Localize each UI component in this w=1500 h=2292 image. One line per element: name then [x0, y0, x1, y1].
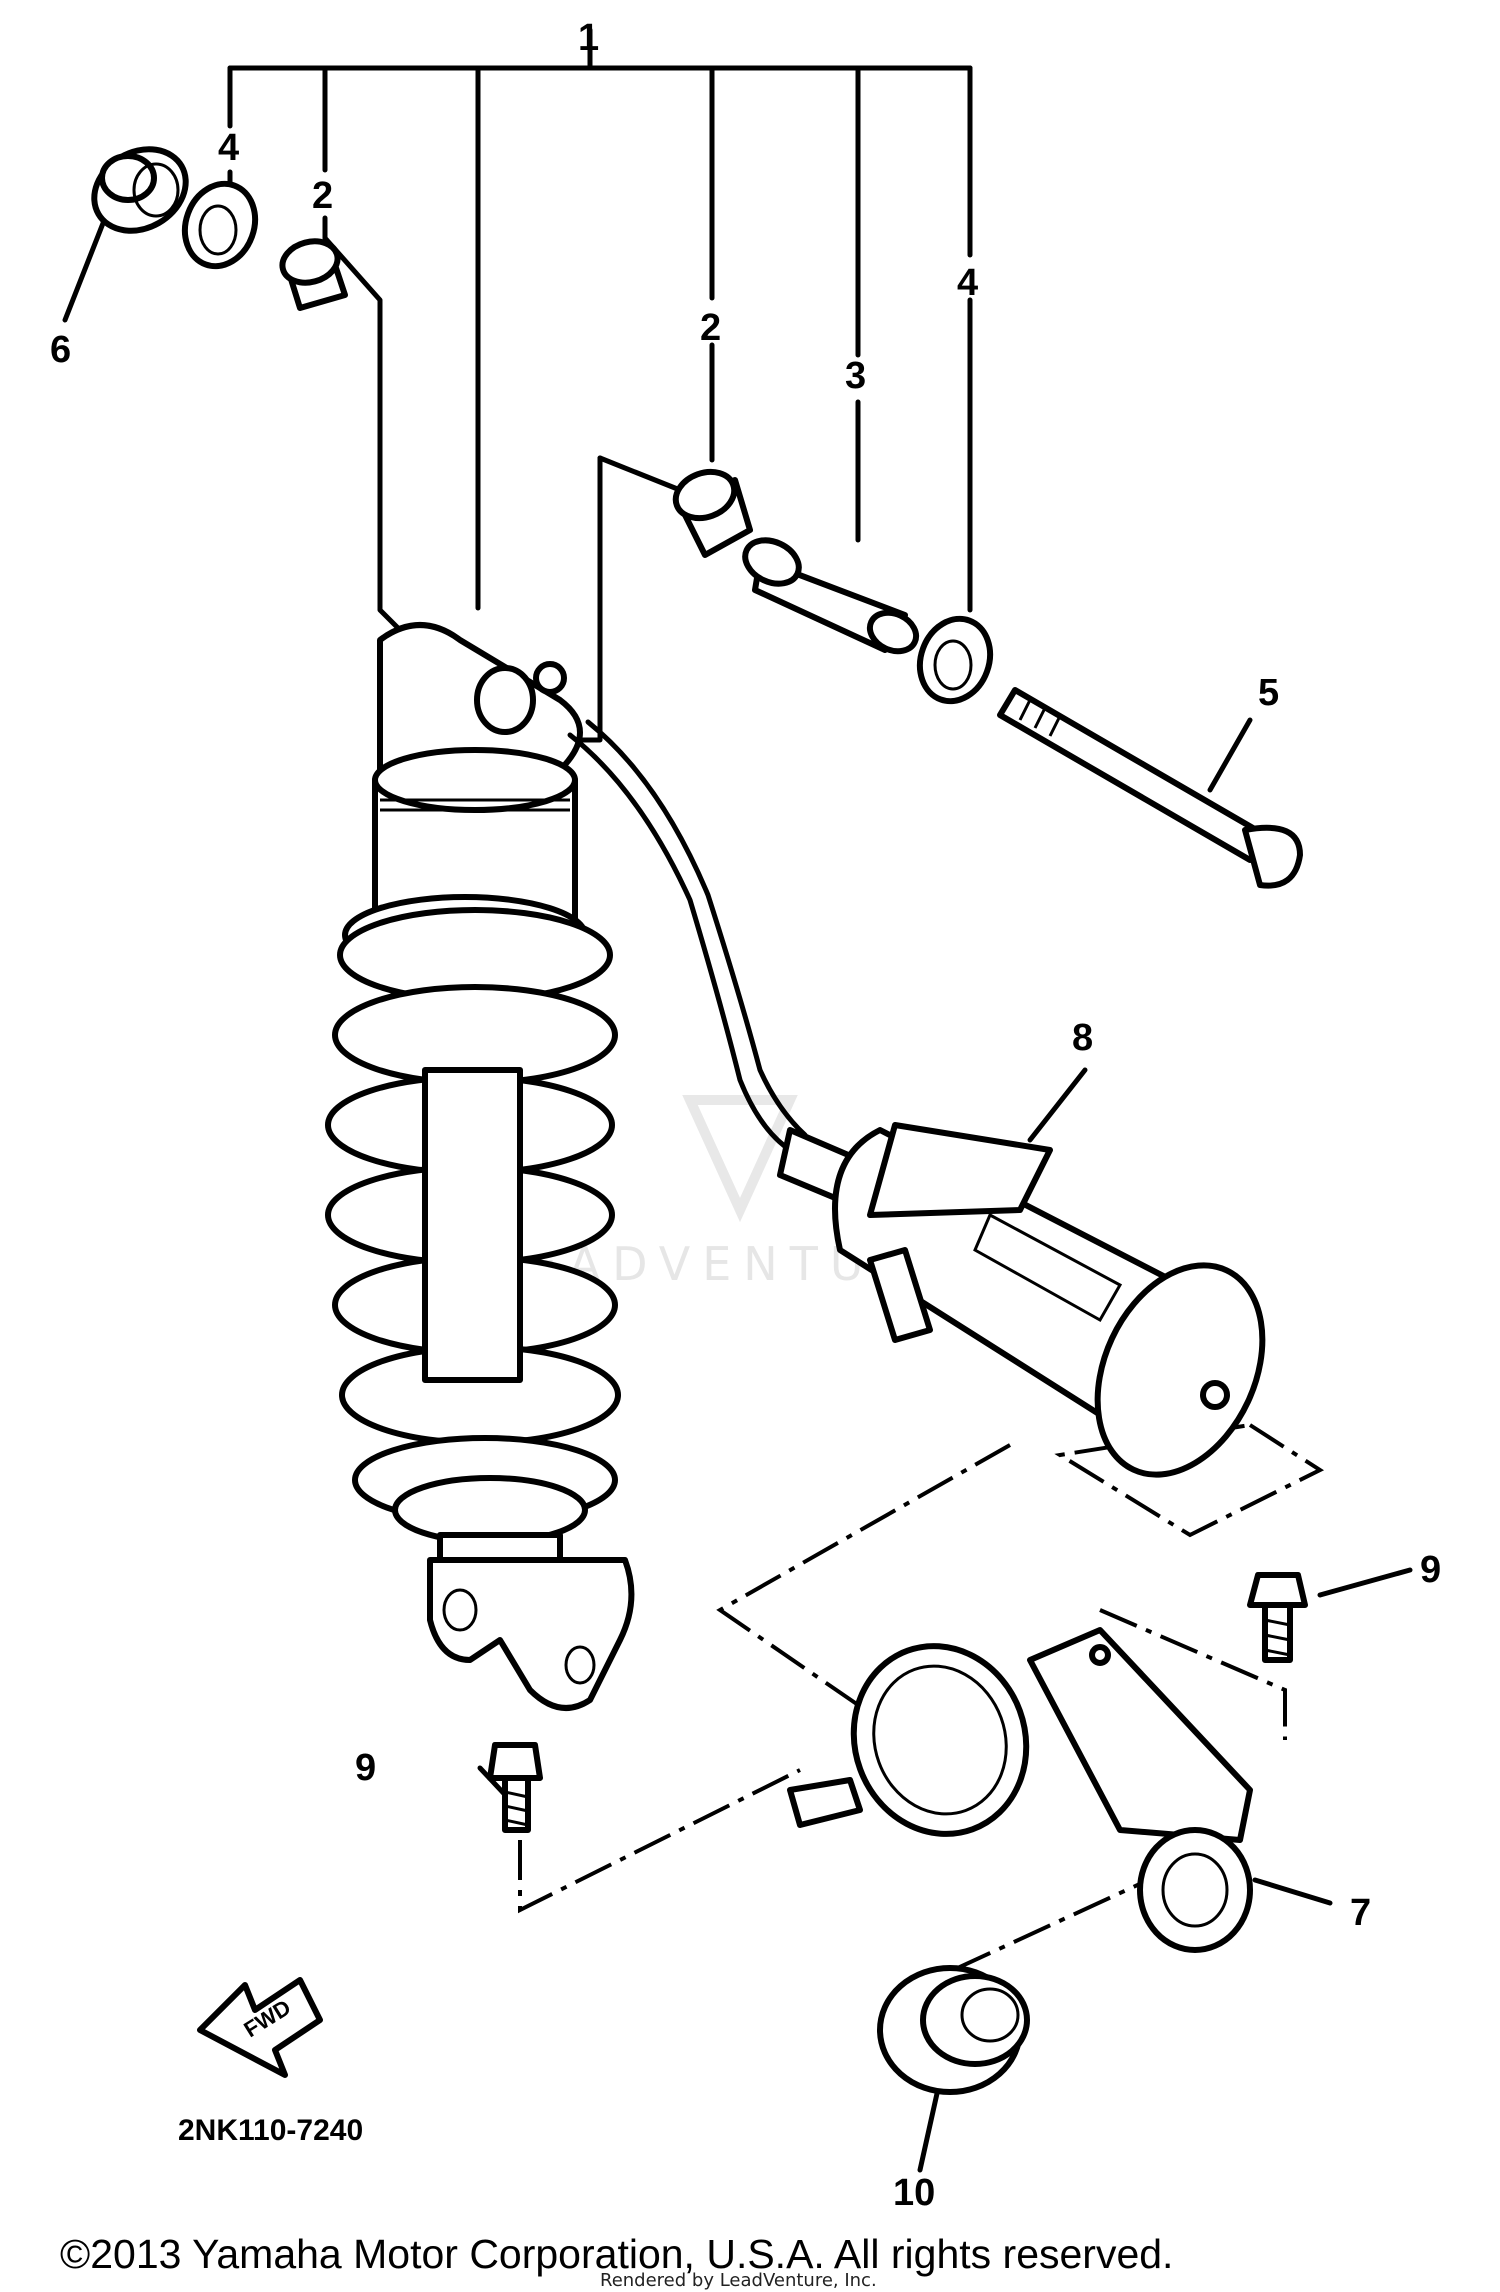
callout-1: 1	[578, 17, 599, 59]
callout-numbers: 1 2 2 3 4 4 5 6 7 8 9 9 10	[50, 17, 1441, 2214]
callout-2-right: 2	[700, 307, 721, 349]
part-9-bolt-right	[1247, 1572, 1308, 1663]
part-2-bushing-right	[672, 468, 753, 558]
callout-6: 6	[50, 329, 71, 371]
callout-bracket-1	[227, 27, 973, 611]
shock-lower-clevis	[427, 1532, 635, 1711]
callout-3: 3	[845, 355, 866, 397]
part-5-bolt	[997, 687, 1303, 889]
part-2-bushing-left	[279, 238, 348, 311]
fwd-arrow-icon: FWD	[197, 1977, 323, 2078]
callout-10: 10	[893, 2172, 935, 2214]
part-4-washer-left	[181, 180, 259, 270]
part-7-bracket	[787, 1627, 1253, 1953]
callout-9-left: 9	[355, 1747, 376, 1789]
part-9-bolt-left	[487, 1742, 543, 1833]
copyright-notice: ©2013 Yamaha Motor Corporation, U.S.A. A…	[60, 2231, 1173, 2277]
callout-5: 5	[1258, 672, 1279, 714]
reservoir-hose	[567, 719, 808, 1153]
part-4-washer-right	[916, 615, 994, 705]
part-8-reservoir	[777, 1122, 1266, 1478]
part-3-collar	[742, 537, 920, 655]
callout-2-left: 2	[312, 175, 333, 217]
callout-8: 8	[1072, 1017, 1093, 1059]
diagram-code: 2NK110-7240	[178, 2114, 363, 2147]
shock-spring	[325, 907, 621, 1545]
part-10-grommet	[877, 1965, 1030, 2095]
rendered-by-notice: Rendered by LeadVenture, Inc.	[600, 2270, 877, 2291]
callout-4-right: 4	[957, 262, 978, 304]
part-6-nut	[91, 146, 189, 234]
callout-7: 7	[1350, 1892, 1371, 1934]
callout-9-right: 9	[1420, 1549, 1441, 1591]
callout-4-left: 4	[218, 127, 239, 169]
